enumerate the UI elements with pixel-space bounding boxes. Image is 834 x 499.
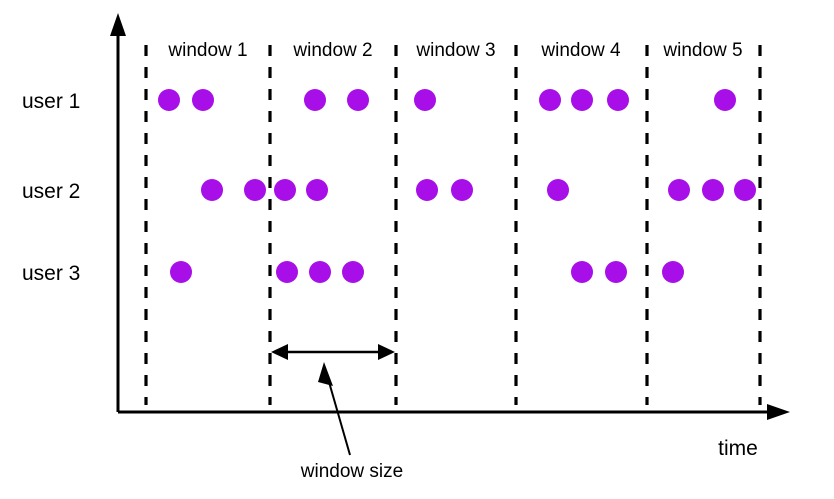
event-dot: [276, 261, 298, 283]
event-dot: [571, 89, 593, 111]
event-dot: [342, 261, 364, 283]
user-label-1: user 1: [22, 90, 80, 113]
measure-arrowhead-left: [271, 344, 288, 360]
event-dot: [714, 89, 736, 111]
event-row-user-1: [158, 89, 736, 111]
event-dot: [414, 89, 436, 111]
event-dot: [662, 261, 684, 283]
event-row-user-2: [201, 179, 756, 201]
event-dot: [605, 261, 627, 283]
window-size-annotation-label: window size: [300, 461, 403, 482]
event-row-user-3: [170, 261, 684, 283]
event-dot: [734, 179, 756, 201]
event-dot: [158, 89, 180, 111]
window-dividers: [144, 45, 762, 405]
window-labels: window 1 window 2 window 3 window 4 wind…: [167, 40, 742, 61]
event-dot: [547, 179, 569, 201]
event-dot: [347, 89, 369, 111]
event-dot: [668, 179, 690, 201]
event-dot: [192, 89, 214, 111]
window-label-3: window 3: [415, 40, 495, 61]
event-dot: [274, 179, 296, 201]
event-dot: [571, 261, 593, 283]
event-dot: [304, 89, 326, 111]
user-label-2: user 2: [22, 180, 80, 203]
window-size-measure-arrow: [271, 344, 395, 360]
event-dot: [309, 261, 331, 283]
user-labels: user 1 user 2 user 3: [22, 90, 80, 285]
event-dot: [451, 179, 473, 201]
event-dot: [244, 179, 266, 201]
measure-arrowhead-right: [378, 344, 395, 360]
event-dot: [306, 179, 328, 201]
x-axis-title: time: [718, 437, 758, 460]
user-label-3: user 3: [22, 262, 80, 285]
window-label-2: window 2: [292, 40, 372, 61]
event-dot: [607, 89, 629, 111]
y-axis-arrowhead: [110, 13, 126, 36]
window-label-5: window 5: [662, 40, 742, 61]
x-axis: [118, 404, 790, 420]
event-dot: [201, 179, 223, 201]
event-dot: [170, 261, 192, 283]
leader-arrowhead: [318, 362, 333, 386]
annotation-leader: [318, 362, 351, 456]
window-label-1: window 1: [167, 40, 247, 61]
event-dot: [539, 89, 561, 111]
event-dot: [702, 179, 724, 201]
x-axis-arrowhead: [767, 404, 790, 420]
window-label-4: window 4: [540, 40, 621, 61]
event-dot: [416, 179, 438, 201]
y-axis: [110, 13, 126, 412]
